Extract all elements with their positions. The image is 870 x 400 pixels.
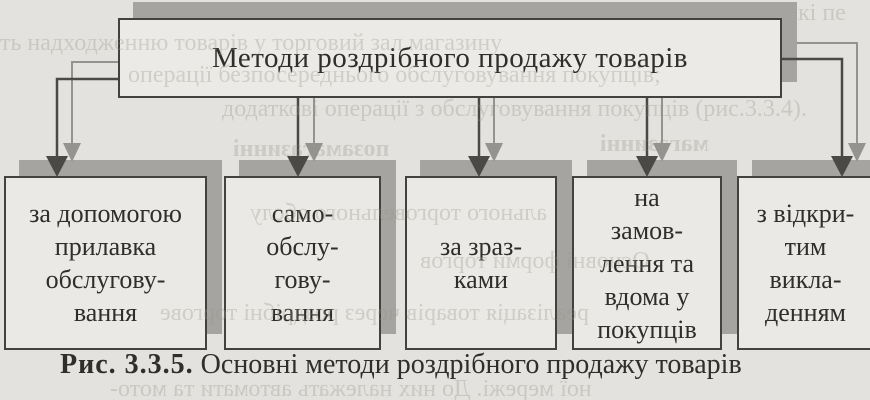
method-box-by-samples: за зраз- ками <box>405 176 557 350</box>
figure-title: Методи роздрібного продажу товарів <box>211 41 688 74</box>
down-arrow-shadow-icon <box>848 143 866 162</box>
figure-caption-text: Основні методи роздрібного продажу товар… <box>193 349 742 380</box>
down-arrow-icon <box>636 156 658 177</box>
down-arrow-icon <box>468 156 490 177</box>
method-box-by-order-home: на замов- лення та вдома у покупців <box>572 176 722 350</box>
down-arrow-icon <box>46 156 68 177</box>
title-box: Методи роздрібного продажу товарів <box>118 18 782 98</box>
figure-caption: Рис. 3.3.5. Основні методи роздрібного п… <box>60 350 860 380</box>
down-arrow-icon <box>287 156 309 177</box>
method-box-counter-service: за допомогою прилавка обслугову- вання <box>4 176 207 350</box>
method-box-self-service: само- обслу- гову- вання <box>224 176 381 350</box>
down-arrow-shadow-icon <box>305 143 323 162</box>
down-arrow-shadow-icon <box>485 143 503 162</box>
figure-caption-label: Рис. 3.3.5. <box>60 349 194 380</box>
method-box-open-display: з відкри- тим викла- денням <box>737 176 870 350</box>
down-arrow-shadow-icon <box>63 143 81 162</box>
down-arrow-shadow-icon <box>653 143 671 162</box>
down-arrow-icon <box>831 156 853 177</box>
